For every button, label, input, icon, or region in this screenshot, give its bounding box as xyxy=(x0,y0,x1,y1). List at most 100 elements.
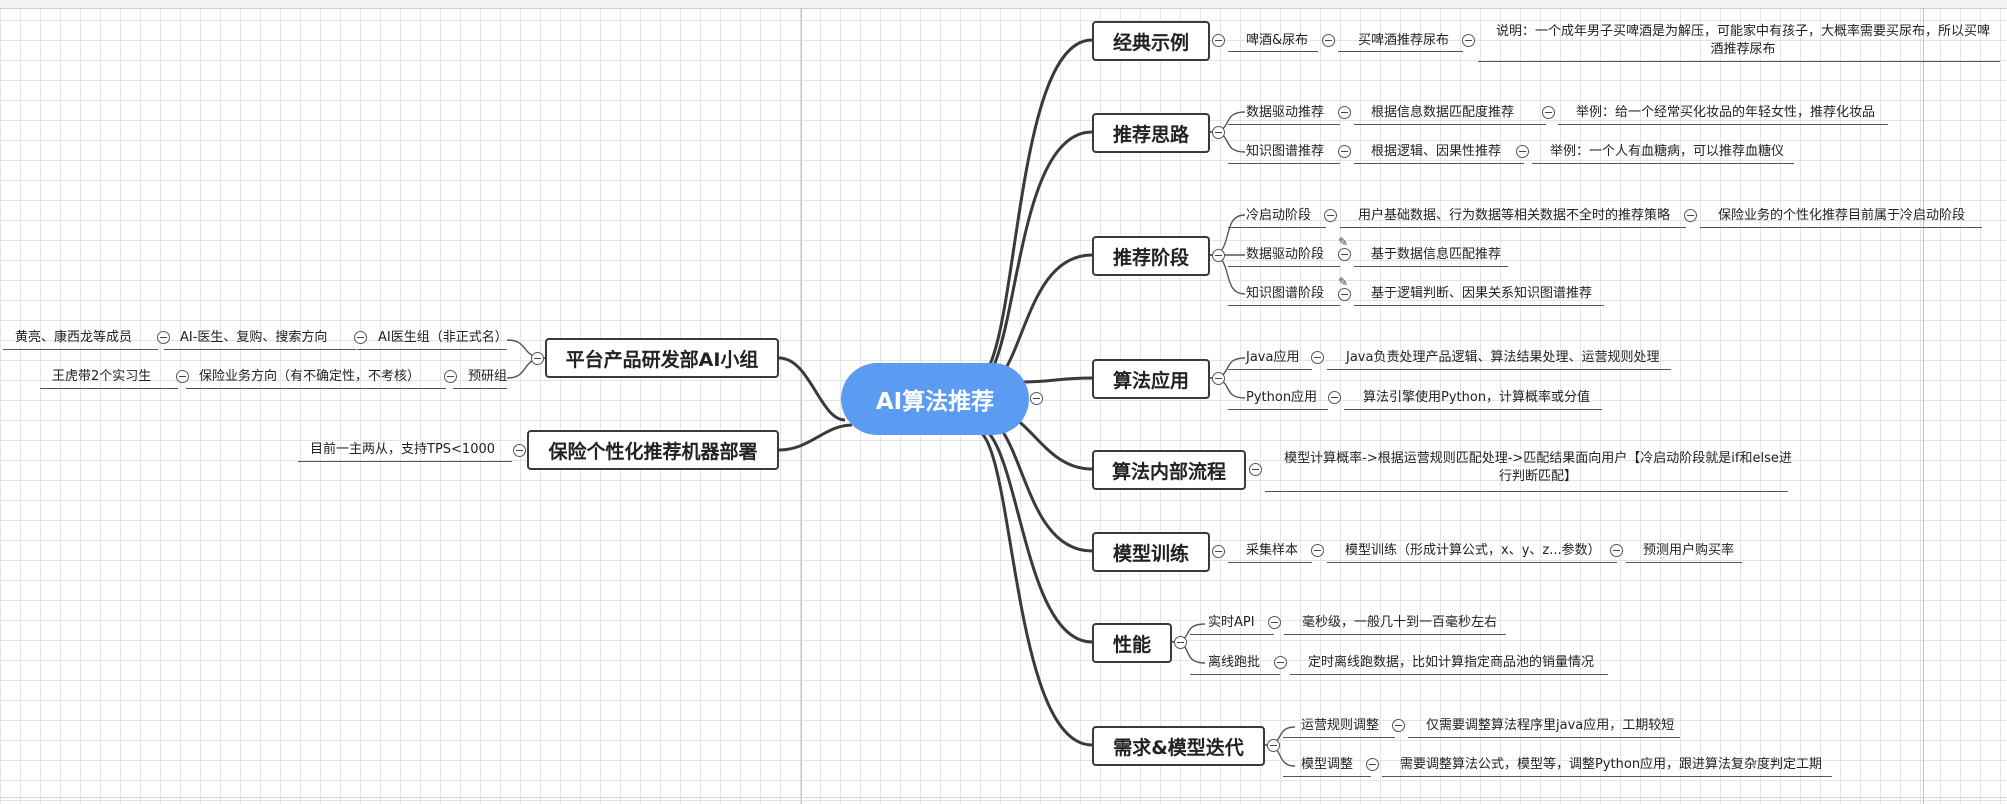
leaf-underline xyxy=(1354,305,1604,306)
collapse-icon[interactable] xyxy=(1311,544,1324,557)
topic-recommend-stage[interactable]: 推荐阶段 xyxy=(1092,236,1210,276)
collapse-icon[interactable] xyxy=(1274,656,1287,669)
leaf-underline xyxy=(1228,163,1340,164)
collapse-icon[interactable] xyxy=(1174,636,1187,649)
collapse-icon[interactable] xyxy=(1212,34,1225,47)
leaf-label: AI医生组（非正式名） xyxy=(378,330,508,345)
leaf-underline xyxy=(1290,674,1608,675)
collapse-icon[interactable] xyxy=(1030,392,1043,405)
leaf-underline xyxy=(1408,737,1680,738)
leaf-label: 用户基础数据、行为数据等相关数据不全时的推荐策略 xyxy=(1358,208,1671,223)
leaf-underline xyxy=(1354,266,1508,267)
leaf-label: 模型训练（形成计算公式，x、y、z...参数） xyxy=(1345,543,1601,558)
collapse-icon[interactable] xyxy=(1338,106,1351,119)
leaf-label: 预测用户购买率 xyxy=(1643,543,1735,558)
left-topic-deployment[interactable]: 保险个性化推荐机器部署 xyxy=(527,430,779,470)
leaf-note: 模型计算概率->根据运营规则匹配处理->匹配结果面向用户【冷启动阶段就是if和e… xyxy=(1284,451,1792,484)
leaf-note: 说明：一个成年男子买啤酒是为解压，可能家中有孩子，大概率需要买尿布，所以买啤酒推… xyxy=(1496,24,1991,57)
collapse-icon[interactable] xyxy=(176,370,189,383)
collapse-icon[interactable] xyxy=(531,352,544,365)
collapse-icon[interactable] xyxy=(513,444,526,457)
leaf-label: 毫秒级，一般几十到一百毫秒左右 xyxy=(1302,615,1498,630)
leaf-label: 冷启动阶段 xyxy=(1246,208,1312,223)
leaf-underline xyxy=(1327,562,1617,563)
leaf-underline xyxy=(1228,562,1312,563)
leaf-label: 算法引擎使用Python，计算概率或分值 xyxy=(1363,390,1591,405)
link-root-to-left-topic-1 xyxy=(778,356,846,422)
collapse-icon[interactable] xyxy=(1610,544,1623,557)
topic-recommend-approach[interactable]: 推荐思路 xyxy=(1092,113,1210,153)
topic-algorithm-application[interactable]: 算法应用 xyxy=(1092,359,1210,399)
leaf-underline xyxy=(1700,227,1982,228)
collapse-icon[interactable] xyxy=(1684,209,1697,222)
leaf-underline xyxy=(1340,227,1686,228)
topic-requirement-iteration[interactable]: 需求&模型迭代 xyxy=(1092,726,1265,766)
collapse-icon[interactable] xyxy=(1542,106,1555,119)
collapse-icon[interactable] xyxy=(1311,351,1324,364)
collapse-icon[interactable] xyxy=(1212,372,1225,385)
topic-label: 平台产品研发部AI小组 xyxy=(565,348,759,371)
collapse-icon[interactable] xyxy=(1392,719,1405,732)
collapse-icon[interactable] xyxy=(1516,145,1529,158)
link-root-to-topic-8 xyxy=(974,428,1093,747)
leaf-label: 保险业务的个性化推荐目前属于冷启动阶段 xyxy=(1718,208,1966,223)
collapse-icon[interactable] xyxy=(1338,145,1351,158)
collapse-icon[interactable] xyxy=(354,331,367,344)
leaf-label: 买啤酒推荐尿布 xyxy=(1358,33,1450,48)
page-divider-line xyxy=(801,8,802,804)
leaf-underline xyxy=(164,349,356,350)
collapse-icon[interactable] xyxy=(1267,739,1280,752)
leaf-underline xyxy=(1228,409,1328,410)
pencil-icon[interactable]: ✎ xyxy=(1338,275,1349,289)
topic-label: 保险个性化推荐机器部署 xyxy=(548,440,758,463)
leaf-label: 离线跑批 xyxy=(1208,655,1261,670)
leaf-underline xyxy=(40,388,178,389)
collapse-icon[interactable] xyxy=(1324,209,1337,222)
collapse-icon[interactable] xyxy=(1338,248,1351,261)
leaf-label: 采集样本 xyxy=(1246,543,1299,558)
leaf-label: 基于逻辑判断、因果关系知识图谱推荐 xyxy=(1371,286,1593,301)
collapse-icon[interactable] xyxy=(1462,34,1475,47)
leaf-label: 模型调整 xyxy=(1301,757,1354,772)
leaf-underline xyxy=(1283,737,1395,738)
collapse-icon[interactable] xyxy=(1249,463,1262,476)
root-connectors xyxy=(778,38,1093,747)
leaf-label: 根据逻辑、因果性推荐 xyxy=(1371,144,1502,159)
leaf-label: 黄亮、康西龙等成员 xyxy=(15,330,133,345)
link-root-to-topic-4 xyxy=(1021,376,1093,384)
leaf-underline xyxy=(1265,491,1788,492)
leaf-underline xyxy=(1354,163,1524,164)
leaf-label: 根据信息数据匹配度推荐 xyxy=(1371,105,1515,120)
leaf-underline xyxy=(1344,409,1602,410)
topic-performance[interactable]: 性能 xyxy=(1092,623,1172,663)
left-topic-ai-team[interactable]: 平台产品研发部AI小组 xyxy=(545,338,779,378)
collapse-icon[interactable] xyxy=(1328,391,1341,404)
collapse-icon[interactable] xyxy=(1212,545,1225,558)
leaf-underline xyxy=(1478,61,2000,62)
leaf-underline xyxy=(1558,124,1888,125)
pencil-icon[interactable]: ✎ xyxy=(1338,235,1349,249)
topic-classic-example[interactable]: 经典示例 xyxy=(1092,21,1210,61)
leaf-label: 定时离线跑数据，比如计算指定商品池的销量情况 xyxy=(1308,655,1595,670)
collapse-icon[interactable] xyxy=(1366,758,1379,771)
collapse-icon[interactable] xyxy=(1212,126,1225,139)
leaf-underline xyxy=(186,388,446,389)
leaf-label: Python应用 xyxy=(1246,390,1318,405)
root-topic[interactable]: AI算法推荐 xyxy=(841,363,1029,435)
leaf-underline xyxy=(1626,562,1742,563)
collapse-icon[interactable] xyxy=(1212,249,1225,262)
leaf-label: 预研组 xyxy=(468,369,508,384)
collapse-icon[interactable] xyxy=(1338,288,1351,301)
topic-model-training[interactable]: 模型训练 xyxy=(1092,532,1210,572)
leaf-label: 运营规则调整 xyxy=(1301,718,1380,733)
leaf-label: 举例：给一个经常买化妆品的年轻女性，推荐化妆品 xyxy=(1576,105,1876,120)
topic-label: 算法内部流程 xyxy=(1111,460,1226,483)
topic-algorithm-internal-flow[interactable]: 算法内部流程 xyxy=(1092,450,1246,490)
collapse-icon[interactable] xyxy=(1268,616,1281,629)
collapse-icon[interactable] xyxy=(444,370,457,383)
collapse-icon[interactable] xyxy=(1322,34,1335,47)
collapse-icon[interactable] xyxy=(157,331,170,344)
leaf-underline xyxy=(453,388,507,389)
leaf-underline xyxy=(1228,124,1340,125)
